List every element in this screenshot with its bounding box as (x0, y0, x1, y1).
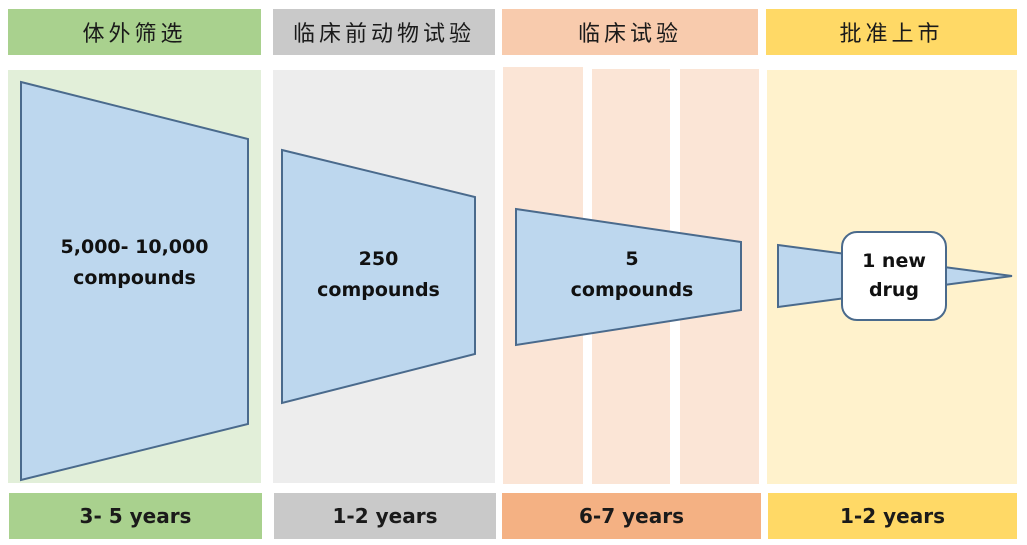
funnel-label-clinical: 5 compounds (516, 244, 748, 306)
compound-unit: compounds (570, 279, 694, 301)
stage-header-clinical-trials: 临床试验 (502, 9, 758, 55)
stage-title: 体外筛选 (82, 22, 187, 47)
stage-title: 批准上市 (839, 22, 944, 47)
duration-label: 1-2 years (840, 504, 945, 528)
duration-clinical-trials: 6-7 years (502, 493, 761, 539)
duration-in-vitro-screening: 3- 5 years (9, 493, 262, 539)
stage-header-approval: 批准上市 (766, 9, 1017, 55)
compound-unit: compounds (317, 279, 440, 301)
compound-count: 250 (358, 248, 399, 270)
stage-header-in-vitro-screening: 体外筛选 (8, 9, 261, 55)
new-drug-count: 1 new (862, 250, 926, 272)
funnel-segment-in-vitro (20, 80, 249, 482)
compound-unit: compounds (73, 267, 196, 289)
duration-approval: 1-2 years (768, 493, 1017, 539)
funnel-segment-preclinical (281, 148, 476, 405)
stage-title: 临床前动物试验 (292, 22, 475, 47)
compound-count: 5,000- 10,000 (60, 236, 209, 258)
funnel-label-preclinical: 250 compounds (282, 244, 475, 306)
compound-count: 5 (625, 248, 639, 270)
duration-label: 3- 5 years (79, 504, 192, 528)
new-drug-box: 1 new drug (841, 231, 947, 321)
stage-title: 临床试验 (577, 22, 682, 47)
funnel-label-in-vitro: 5,000- 10,000 compounds (21, 232, 248, 294)
duration-preclinical: 1-2 years (274, 493, 496, 539)
funnel-segment-clinical (515, 207, 742, 347)
duration-label: 1-2 years (332, 504, 438, 528)
new-drug-unit: drug (868, 279, 920, 301)
stage-header-preclinical: 临床前动物试验 (273, 9, 495, 55)
duration-label: 6-7 years (579, 504, 684, 528)
